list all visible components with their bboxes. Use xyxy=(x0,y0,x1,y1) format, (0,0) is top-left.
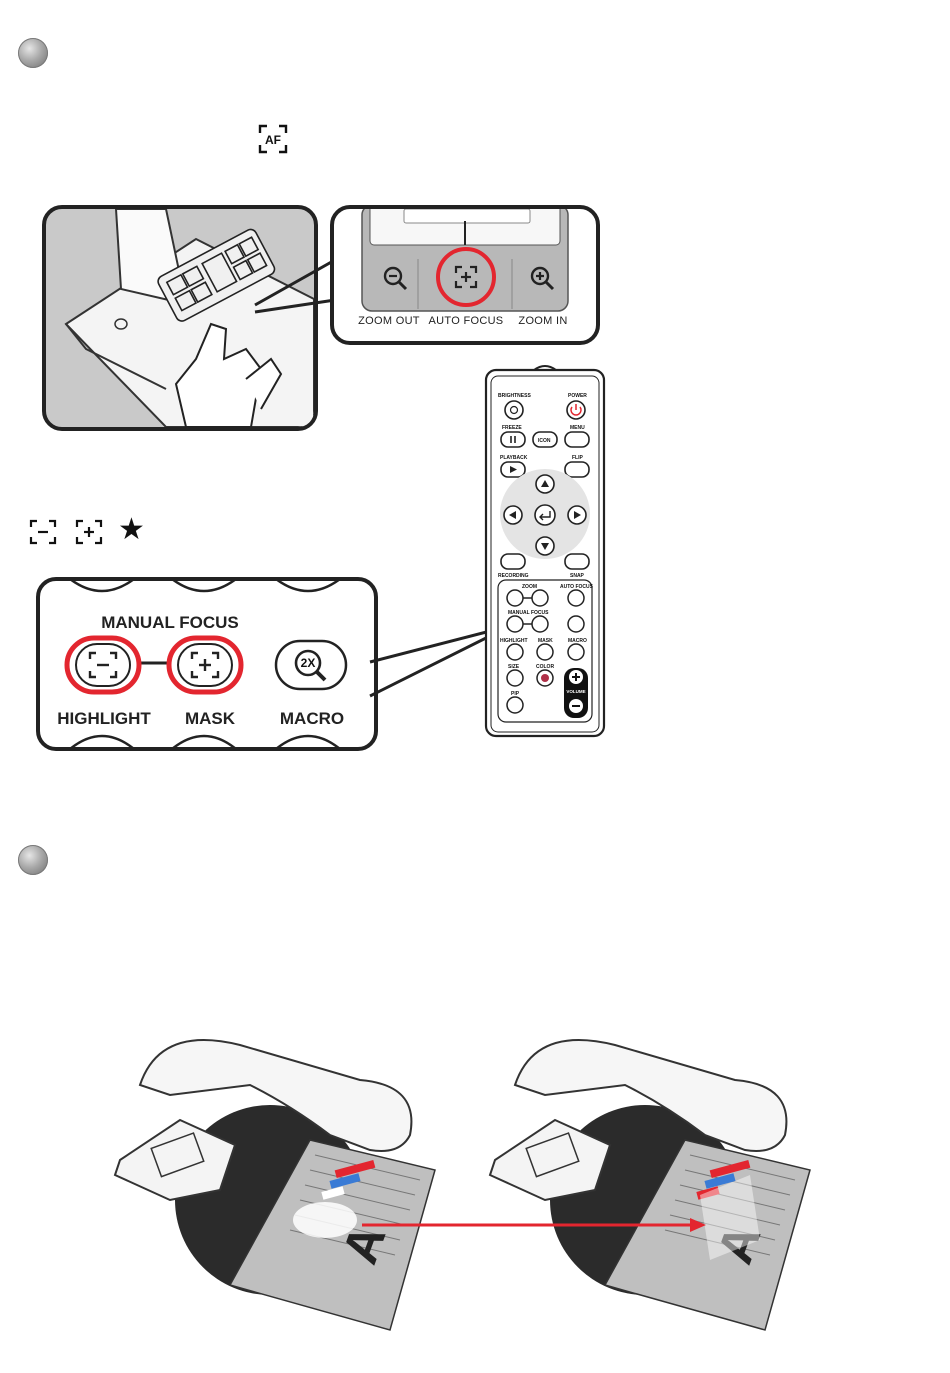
zoom-in-label: ZOOM IN xyxy=(506,315,580,327)
macro-label: MACRO xyxy=(262,709,362,729)
flip-button xyxy=(565,462,589,477)
remote-icon-label: ICON xyxy=(538,438,551,444)
remote-manual-focus-label: MANUAL FOCUS xyxy=(508,610,549,616)
zoom-in-icon[interactable] xyxy=(528,264,558,294)
zoom-out-label: ZOOM OUT xyxy=(352,315,426,327)
remote-control: BRIGHTNESS POWER FREEZE MENU ICON PLAYBA… xyxy=(484,362,606,740)
section2-bullet-icon xyxy=(18,845,48,875)
nav-enter-button xyxy=(535,505,555,525)
remote-color-label: COLOR xyxy=(536,664,554,670)
remote-power-label: POWER xyxy=(568,393,587,399)
remote-brightness-label: BRIGHTNESS xyxy=(498,393,531,399)
left-scene: A xyxy=(115,1040,435,1330)
brightness-button xyxy=(505,401,523,419)
panel-closeup-frame: ZOOM OUT AUTO FOCUS ZOOM IN xyxy=(330,205,600,345)
manual-focus-plus-button[interactable] xyxy=(166,635,244,695)
auto-focus-label: AUTO FOCUS xyxy=(426,315,506,327)
menu-button xyxy=(565,432,589,447)
remote-pip-label: PIP xyxy=(511,691,520,697)
snap-button xyxy=(565,554,589,569)
remote-snap-label: SNAP xyxy=(570,573,585,579)
remote-volume-label: VOLUME xyxy=(566,689,585,694)
recording-button xyxy=(501,554,525,569)
remote-closeup-frame: MANUAL FOCUS 2X HIGHLIGHT MASK MACRO xyxy=(36,577,378,751)
remote-highlight-label: HIGHLIGHT xyxy=(500,638,528,644)
remote-mask-label: MASK xyxy=(538,638,553,644)
section1-bullet-icon xyxy=(18,38,48,68)
focus-minus-icon xyxy=(28,518,58,546)
focus-comparison-illustration: A A xyxy=(100,1025,820,1335)
star-icon: ★ xyxy=(118,515,145,545)
remote-auto-focus-label: AUTO FOCUS xyxy=(560,584,594,590)
remote-recording-label: RECORDING xyxy=(498,573,529,579)
remote-size-label: SIZE xyxy=(508,664,520,670)
macro-badge: 2X xyxy=(295,656,321,670)
remote-zoom-label: ZOOM xyxy=(522,584,537,590)
freeze-button xyxy=(501,432,525,447)
highlight-label: HIGHLIGHT xyxy=(44,709,164,729)
remote-freeze-label: FREEZE xyxy=(502,425,522,431)
right-scene: A xyxy=(490,1040,810,1330)
remote-macro-label: MACRO xyxy=(568,638,587,644)
auto-focus-icon[interactable] xyxy=(434,245,498,309)
manual-focus-label: MANUAL FOCUS xyxy=(70,613,270,633)
mask-label: MASK xyxy=(160,709,260,729)
focus-plus-icon xyxy=(74,518,104,546)
svg-text:AF: AF xyxy=(265,133,281,147)
remote-playback-label: PLAYBACK xyxy=(500,455,528,461)
remote-flip-label: FLIP xyxy=(572,455,583,461)
af-icon: AF xyxy=(258,124,288,154)
zoom-out-icon[interactable] xyxy=(381,264,411,294)
manual-focus-minus-button[interactable] xyxy=(64,635,142,695)
remote-menu-label: MENU xyxy=(570,425,585,431)
